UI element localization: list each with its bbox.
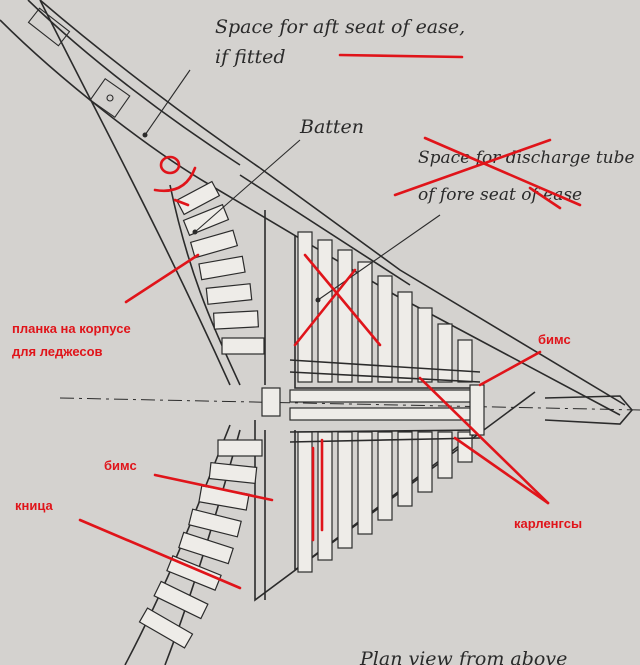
knee-label: кница (15, 498, 54, 513)
beams-label-left: бимс (104, 458, 137, 473)
grating-upper (289, 231, 481, 389)
carlings-label: карленгсы (514, 516, 582, 531)
red-markup (153, 53, 582, 210)
centerline-and-bowsprit (59, 387, 640, 425)
bottom-caption: Plan view from above (359, 648, 567, 665)
hull-plank-label-line2: для леджесов (12, 344, 103, 359)
lower-ledge-planks (138, 439, 263, 649)
red-pointer-lines (78, 253, 550, 590)
beams-center (289, 384, 485, 436)
aft-seat-label: Space for aft seat of ease, (215, 16, 465, 38)
grating-lower (289, 429, 481, 573)
discharge-label: Space for discharge tube (418, 148, 635, 168)
hull-plank-label: планка на корпусе (12, 321, 131, 336)
aft-seat-label-line2: if fitted (215, 46, 286, 68)
leader-lines (142, 69, 441, 303)
beams-label-right: бимс (538, 332, 571, 347)
batten-label: Batten (299, 116, 364, 138)
discharge-label-line2: of fore seat of ease (418, 185, 582, 205)
upper-ledge-planks (175, 180, 265, 355)
upper-rail (0, 0, 626, 416)
